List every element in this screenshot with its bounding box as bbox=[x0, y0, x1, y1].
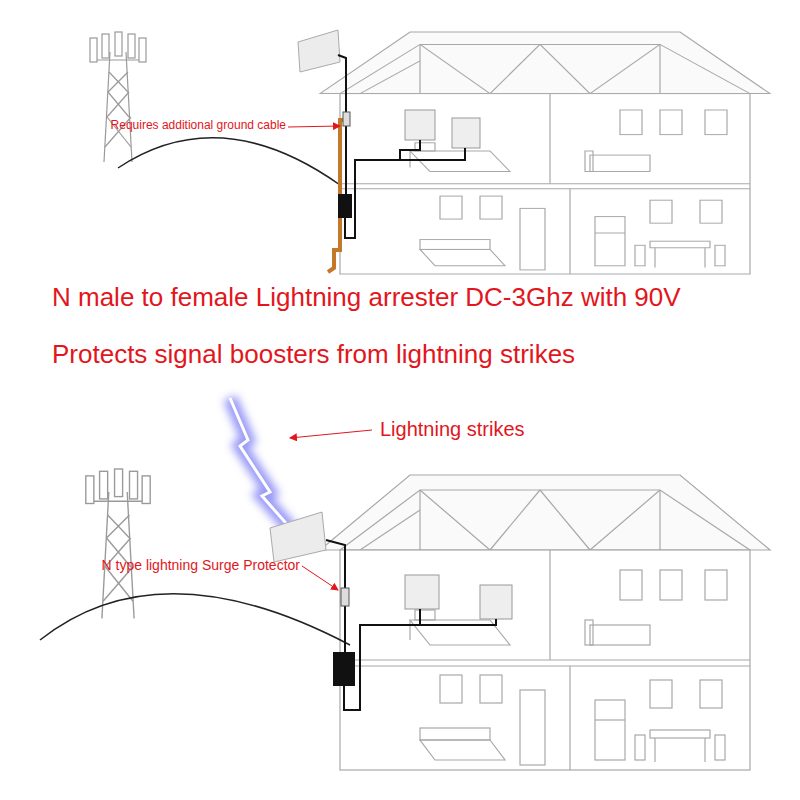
ground-cable-note: Requires additional ground cable bbox=[111, 119, 286, 133]
product-title: N male to female Lightning arrester DC-3… bbox=[52, 283, 681, 313]
surge-protector-label: N type lightning Surge Protector bbox=[102, 557, 300, 573]
bottom-scene bbox=[40, 398, 770, 770]
top-scene bbox=[90, 30, 770, 274]
lightning-label: Lightning strikes bbox=[380, 418, 525, 441]
product-subtitle: Protects signal boosters from lightning … bbox=[52, 340, 575, 370]
